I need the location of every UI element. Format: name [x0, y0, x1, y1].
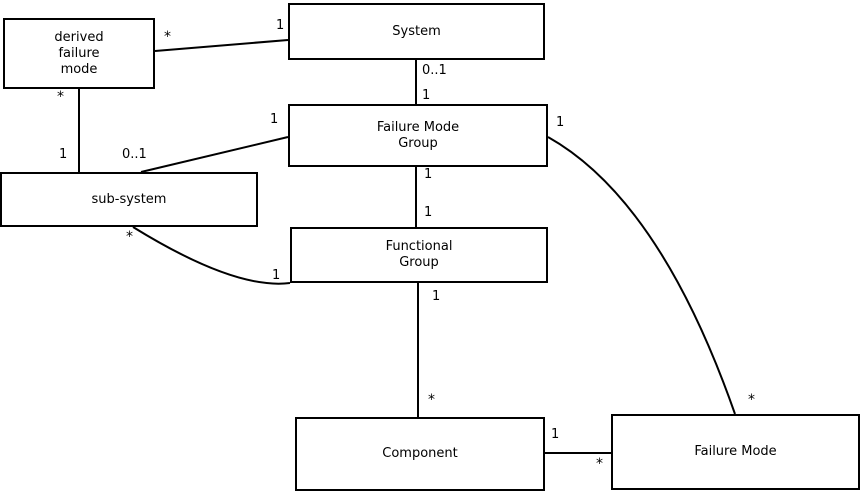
node-label-derived-failure-mode: derived failure mode	[54, 29, 104, 77]
multiplicity-mult-fmg-subsystem-01: 0..1	[122, 147, 147, 162]
multiplicity-mult-system-dfm-one: 1	[276, 18, 285, 33]
multiplicity-mult-component-fg-star: *	[428, 392, 435, 408]
multiplicity-mult-component-fm-one: 1	[551, 427, 560, 442]
multiplicity-mult-system-fmg-zero-one: 0..1	[422, 63, 447, 78]
multiplicity-mult-dfm-system-star: *	[164, 29, 171, 45]
multiplicity-mult-fm-component-star: *	[596, 456, 603, 472]
multiplicity-mult-dfm-subsystem-star: *	[57, 89, 64, 105]
multiplicity-mult-fm-fmg-star: *	[748, 392, 755, 408]
node-label-system: System	[392, 23, 441, 39]
node-label-component: Component	[382, 446, 458, 461]
edge-derived-failure-mode-to-system	[154, 39, 289, 52]
multiplicity-mult-fmg-right-one: 1	[556, 115, 565, 130]
node-functional-group[interactable]: Functional Group	[290, 227, 548, 283]
multiplicity-mult-subsystem-fmg-one: 1	[270, 112, 279, 127]
multiplicity-mult-fmg-fg-one-top: 1	[424, 167, 433, 182]
edge-sub-system-to-functional-group	[132, 226, 291, 285]
node-system[interactable]: System	[288, 3, 545, 60]
node-sub-system[interactable]: sub-system	[0, 172, 258, 227]
node-derived-failure-mode[interactable]: derived failure mode	[3, 18, 155, 89]
multiplicity-mult-fg-component-one: 1	[432, 289, 441, 304]
edge-failure-mode-group-to-failure-mode	[547, 136, 736, 415]
multiplicity-mult-fmg-system-one: 1	[422, 88, 431, 103]
node-failure-mode-group[interactable]: Failure Mode Group	[288, 104, 548, 167]
multiplicity-mult-fg-subsystem-one: 1	[272, 268, 281, 283]
multiplicity-mult-subsystem-fg-star: *	[126, 229, 133, 245]
node-label-sub-system: sub-system	[91, 191, 167, 207]
node-label-failure-mode: Failure Mode	[694, 444, 777, 459]
node-failure-mode[interactable]: Failure Mode	[611, 414, 860, 490]
edge-sub-system-to-failure-mode-group	[140, 136, 289, 173]
node-label-failure-mode-group: Failure Mode Group	[376, 119, 460, 151]
node-component[interactable]: Component	[295, 417, 545, 491]
multiplicity-mult-subsystem-dfm-one: 1	[59, 147, 68, 162]
node-label-functional-group: Functional Group	[385, 239, 453, 270]
multiplicity-mult-fmg-fg-one-bottom: 1	[424, 205, 433, 220]
